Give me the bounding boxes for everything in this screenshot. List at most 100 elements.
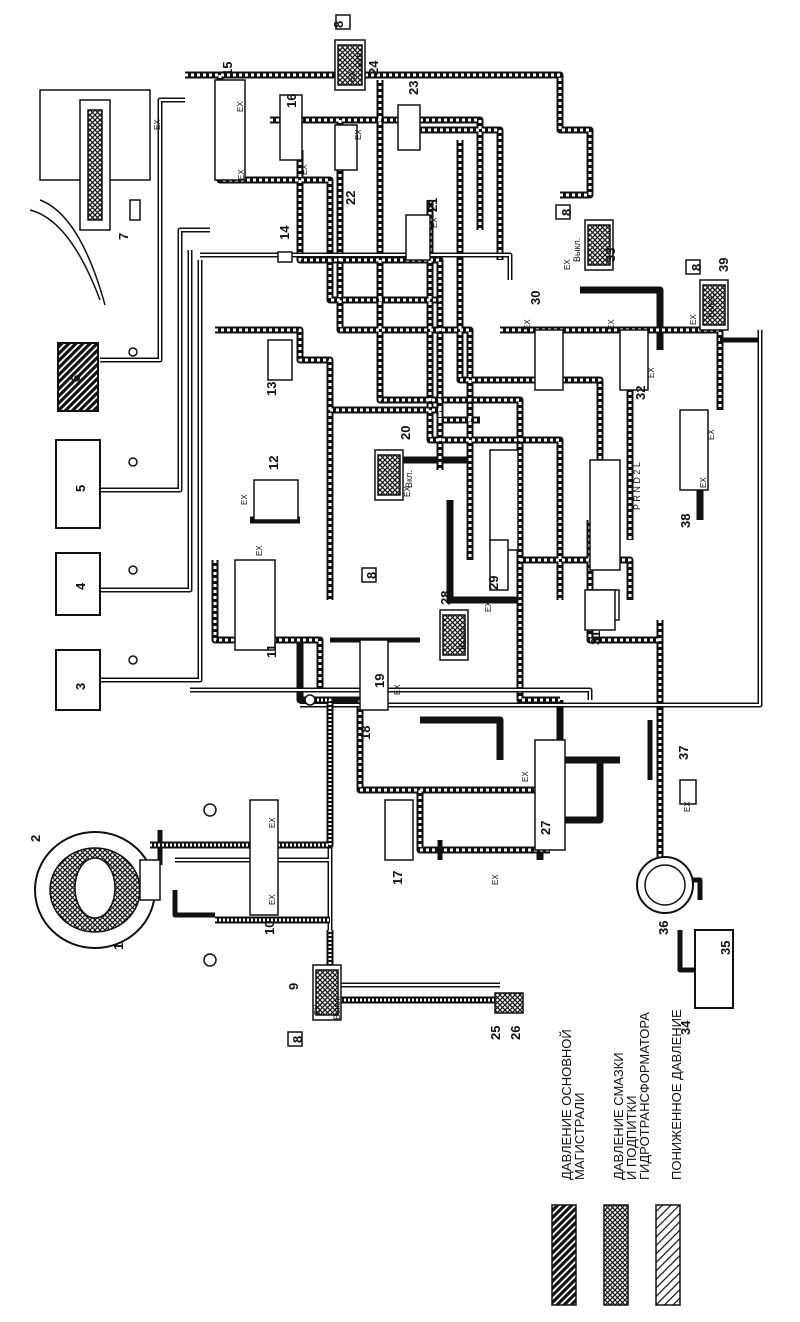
ex-label: EX: [236, 101, 245, 112]
component-number-17: 17: [390, 871, 405, 885]
gear-selector-label: P R N D 2 L: [632, 462, 642, 510]
component-number-36: 36: [656, 921, 671, 935]
ex-label: EX: [255, 545, 264, 556]
component-number-33: 33: [603, 248, 618, 262]
component-number-29: 29: [486, 576, 501, 590]
switch-labels: Вкл. Вкл. Выкл. Выкл. Выкл. Выкл. P R N …: [332, 50, 716, 1020]
component-number-19: 19: [372, 674, 387, 688]
box-component-5: [55, 439, 101, 529]
switch-off-label: Выкл.: [458, 626, 468, 650]
component-number-1: 1: [111, 943, 126, 950]
component-number-27: 27: [538, 821, 553, 835]
ex-label: EX: [300, 164, 309, 175]
switch-on-label: Вкл.: [404, 470, 414, 488]
gauge-symbols: [128, 347, 316, 967]
ex-label: EX: [484, 601, 493, 612]
component-number-35: 35: [718, 941, 733, 955]
component-number-20: 20: [398, 426, 413, 440]
ex-label: EX: [393, 684, 402, 695]
ex-label: EX: [523, 319, 532, 330]
component-number-5: 5: [73, 485, 88, 492]
component-number-25: 25: [488, 1026, 503, 1040]
ex-label: EX: [268, 894, 277, 905]
ex-label: EX: [521, 771, 530, 782]
manual-valve-31: [584, 589, 616, 631]
component-number-6: 6: [68, 375, 83, 382]
component-number-24: 24: [366, 60, 381, 75]
ex-label: EX: [647, 367, 656, 378]
component-number-26: 26: [508, 1026, 523, 1040]
ex-label: EX: [153, 119, 162, 130]
box-component-4: [55, 552, 101, 616]
legend-label-main: МАГИСТРАЛИ: [572, 1093, 587, 1180]
component-number-32: 32: [633, 386, 648, 400]
switch-off-label: Выкл.: [706, 294, 716, 318]
legend-swatch-main: [551, 1204, 577, 1306]
component-number-22: 22: [343, 191, 358, 205]
component-number-16: 16: [284, 94, 299, 108]
torque-converter: [34, 831, 161, 949]
pump-36: [636, 856, 694, 914]
accumulator-block-6: [57, 342, 99, 412]
component-number-7: 7: [116, 233, 131, 240]
component-number-9: 9: [286, 983, 301, 990]
ex-label: EX: [699, 477, 708, 488]
legend-label-lube: ГИДРОТРАНСФОРМАТОРА: [637, 1012, 652, 1180]
box-component-3: [55, 649, 101, 711]
component-number-10: 10: [262, 921, 277, 935]
component-number-8: 8: [559, 209, 574, 216]
component-number-8: 8: [290, 1036, 305, 1043]
ex-label: EX: [430, 217, 439, 228]
legend-label-reduced: ПОНИЖЕННОЕ ДАВЛЕНИЕ: [669, 1009, 684, 1180]
legend-label-lube: ДАВЛЕНИЕ СМАЗКИ: [611, 1052, 626, 1180]
ex-label: EX: [607, 319, 616, 330]
component-number-3: 3: [73, 683, 88, 690]
component-number-14: 14: [277, 225, 292, 240]
switch-on-label: Вкл.: [354, 50, 364, 68]
ex-label: EX: [240, 494, 249, 505]
ex-label: EX: [707, 429, 716, 440]
power-source-boxes: [287, 14, 701, 1047]
sump-35: [694, 929, 734, 1009]
ex-label: EX: [683, 801, 692, 812]
ex-label: EX: [268, 817, 277, 828]
legend-swatch-lube: [603, 1204, 629, 1306]
ex-label: EX: [354, 129, 363, 140]
ex-label: EX: [563, 259, 572, 270]
exhaust-labels: EX EX EX EX EX EX EX EX EX EX EX EX EX E…: [153, 71, 716, 1015]
component-number-8: 8: [364, 572, 379, 579]
legend-label-lube: И ПОДПИТКИ: [624, 1096, 639, 1180]
ex-label: EX: [689, 314, 698, 325]
check-ball-14: [277, 251, 293, 263]
legend-label-main: ДАВЛЕНИЕ ОСНОВНОЙ: [559, 1029, 574, 1180]
component-number-4: 4: [73, 582, 88, 590]
component-number-31: 31: [588, 631, 603, 645]
component-number-13: 13: [264, 382, 279, 396]
ex-label: EX: [237, 169, 246, 180]
valve-37: [679, 779, 697, 805]
component-number-23: 23: [406, 81, 421, 95]
component-number-37: 37: [676, 746, 691, 760]
legend-swatch-reduced: [655, 1204, 681, 1306]
component-number-11: 11: [264, 644, 279, 658]
component-number-18: 18: [358, 726, 373, 740]
ex-label: EX: [348, 71, 357, 82]
switch-off-label: Выкл.: [332, 996, 342, 1020]
valve-bodies: [214, 79, 709, 916]
component-number-30: 30: [528, 291, 543, 305]
component-number-28: 28: [438, 591, 453, 605]
component-number-8: 8: [331, 21, 346, 28]
ex-label: EX: [403, 486, 412, 497]
component-number-12: 12: [266, 456, 281, 470]
component-number-34: 34: [678, 1020, 693, 1035]
switch-off-label: Выкл.: [572, 238, 582, 262]
component-number-21: 21: [425, 198, 440, 212]
component-number-38: 38: [678, 514, 693, 528]
ex-label: EX: [491, 874, 500, 885]
solenoid-valves: [312, 39, 729, 1021]
component-labels: 1234567891011121314151617181920212223242…: [28, 21, 733, 1043]
component-number-2: 2: [28, 835, 43, 842]
